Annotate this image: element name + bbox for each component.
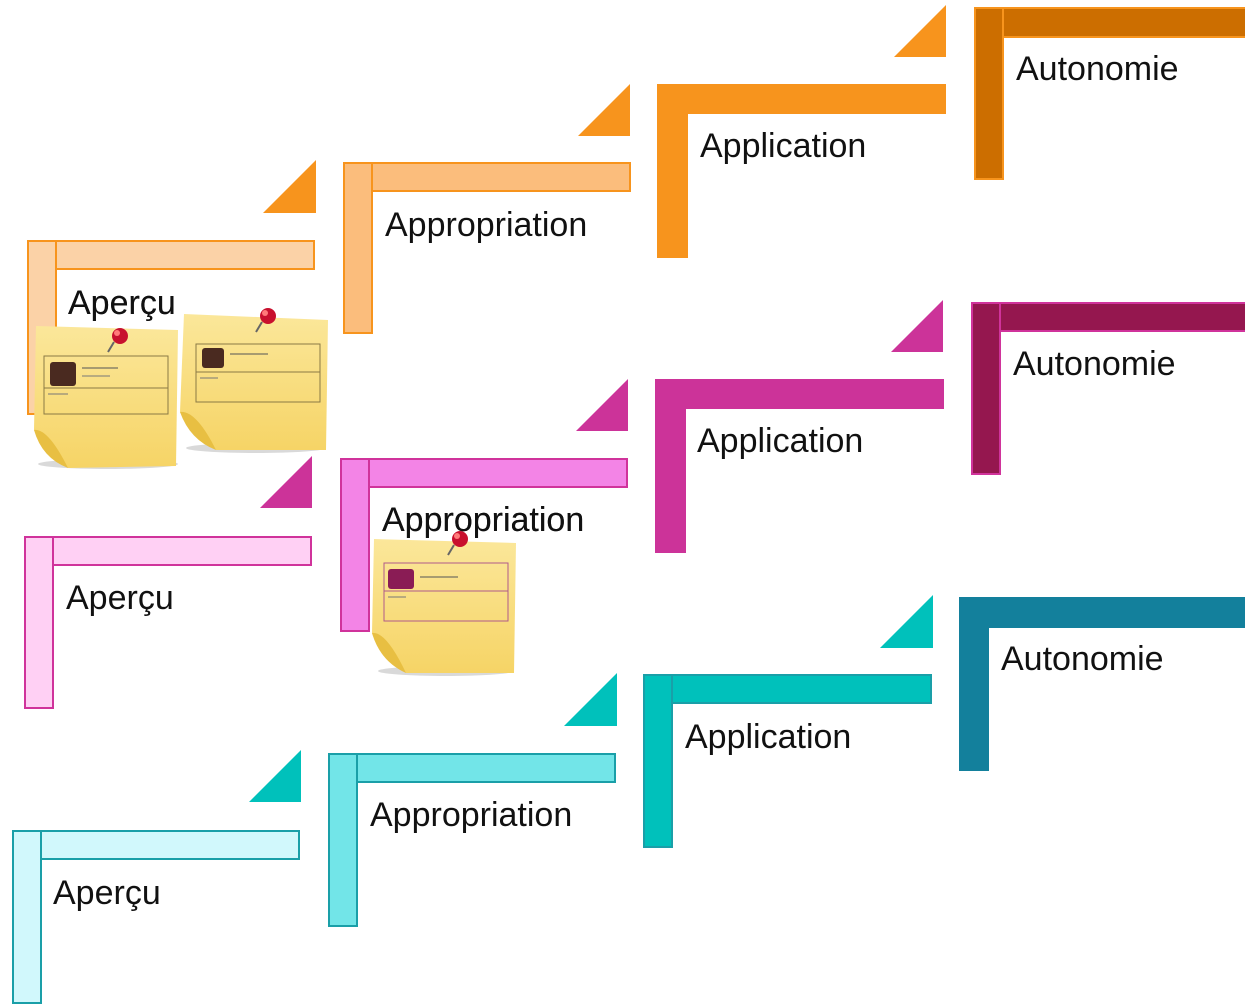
- step-bar: [340, 458, 628, 488]
- step-label-overlay: Aperçu: [68, 284, 176, 322]
- stair-triangle: [880, 595, 933, 648]
- step-bar: [657, 84, 946, 114]
- step-bar: [974, 7, 1245, 38]
- step-leg: [971, 302, 1001, 475]
- step-bar: [27, 240, 315, 270]
- step-leg: [974, 7, 1004, 180]
- stair-triangle: [894, 5, 946, 57]
- step-bar: [655, 379, 944, 409]
- sticky-note: [180, 308, 328, 453]
- step-bar: [24, 536, 312, 566]
- step-leg: [12, 830, 42, 1004]
- step-label: Aperçu: [68, 284, 176, 322]
- stair-triangle: [249, 750, 301, 802]
- step-label: Appropriation: [385, 206, 588, 244]
- step-leg: [24, 536, 54, 709]
- step-label-overlay: Appropriation: [382, 501, 585, 539]
- step-leg: [340, 458, 370, 632]
- sticky-note: [372, 531, 516, 676]
- step-bar: [959, 597, 1245, 628]
- step-bar: [971, 302, 1245, 332]
- stair-triangle: [260, 456, 312, 508]
- stair-triangle: [576, 379, 628, 431]
- step-label: Appropriation: [382, 501, 585, 539]
- step-label: Autonomie: [1013, 345, 1176, 383]
- step-leg: [959, 597, 989, 771]
- step-label: Appropriation: [370, 796, 573, 834]
- stair-triangle: [564, 673, 617, 726]
- step-bar: [343, 162, 631, 192]
- step-label: Application: [697, 422, 864, 460]
- step-label: Application: [700, 127, 867, 165]
- stair-triangle: [263, 160, 316, 213]
- step-bar: [12, 830, 300, 860]
- step-bar: [328, 753, 616, 783]
- step-label: Application: [685, 718, 852, 756]
- sticky-note: [34, 326, 178, 469]
- step-label: Aperçu: [53, 874, 161, 912]
- step-leg: [655, 379, 686, 553]
- stair-triangle: [891, 300, 943, 352]
- step-leg: [657, 84, 688, 258]
- step-label: Autonomie: [1016, 50, 1179, 88]
- step-label: Autonomie: [1001, 640, 1164, 678]
- step-leg: [643, 674, 673, 848]
- step-leg: [343, 162, 373, 334]
- step-label: Aperçu: [66, 579, 174, 617]
- step-bar: [643, 674, 932, 704]
- stair-triangle: [578, 84, 630, 136]
- step-leg: [328, 753, 358, 927]
